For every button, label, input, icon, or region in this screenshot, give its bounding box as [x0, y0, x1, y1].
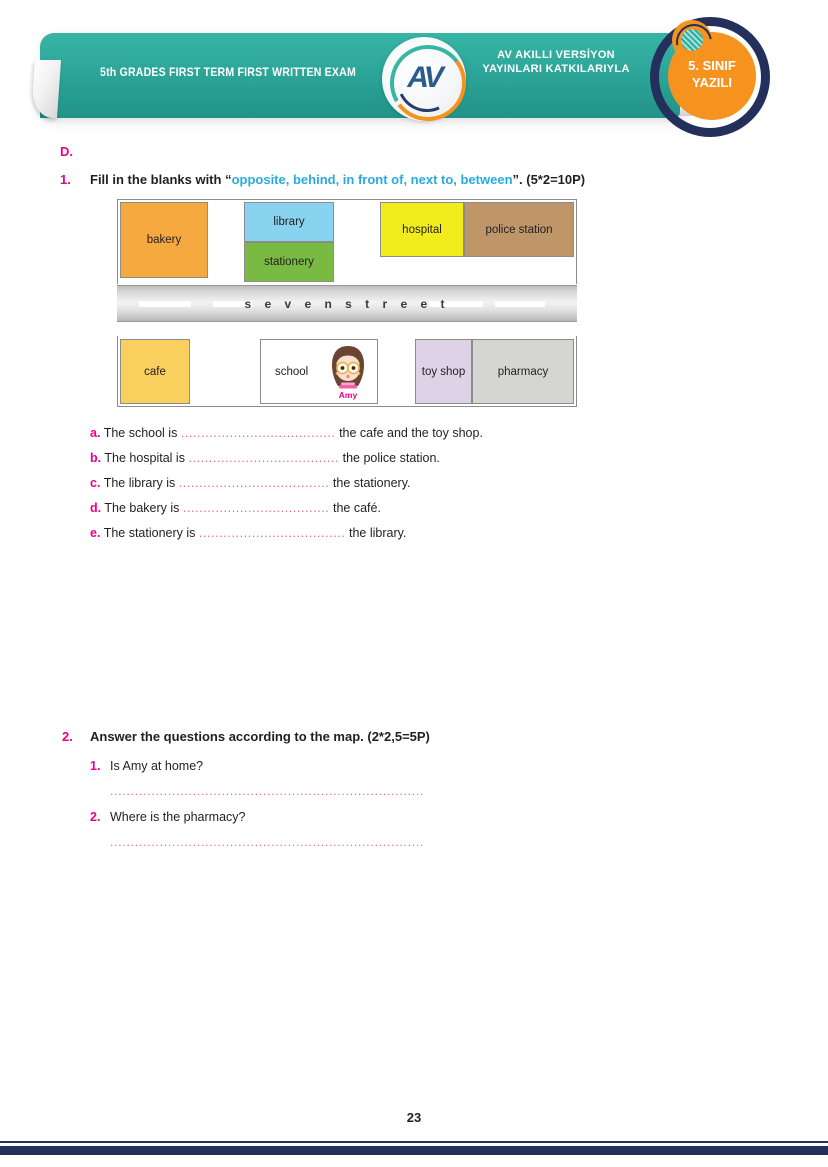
map-street: s e v e n s t r e e t	[117, 285, 577, 322]
question-2-item-2-answer-line[interactable]: ........................................…	[110, 835, 425, 849]
amy-name-label: Amy	[338, 390, 358, 400]
item-e-before: The stationery is	[103, 526, 199, 540]
footer-rule	[0, 1141, 828, 1143]
map-label-police-station: police station	[485, 223, 553, 236]
fill-blank-item-c: c. The library is ......................…	[90, 476, 410, 490]
lane-mark	[213, 301, 253, 307]
question-2-item-2-number: 2.	[90, 810, 101, 824]
question-2-item-2-text: Where is the pharmacy?	[110, 810, 246, 824]
q1-word-bank: opposite, behind, in front of, next to, …	[231, 172, 513, 187]
item-c-after: the stationery.	[329, 476, 411, 490]
item-a-blank[interactable]: ......................................	[180, 426, 336, 440]
promo-text: AV AKILLI VERSİYON YAYINLARI KATKILARIYL…	[420, 48, 692, 76]
map-label-pharmacy: pharmacy	[497, 365, 549, 378]
map-building-toy-shop: toy shop	[415, 339, 472, 404]
grade-badge-line-2: YAZILI	[692, 75, 732, 90]
item-d-label: d.	[90, 501, 102, 515]
av-logo-letters: AV	[407, 61, 443, 94]
map-label-stationery: stationery	[264, 256, 314, 268]
item-c-label: c.	[90, 476, 101, 490]
q1-quote-open: “	[225, 172, 232, 187]
map-building-stationery: stationery	[244, 242, 334, 282]
fill-blank-item-a: a. The school is .......................…	[90, 426, 483, 440]
av-logo-icon: AV	[381, 36, 475, 130]
item-e-blank[interactable]: ....................................	[198, 526, 346, 540]
map-bottom-block-frame	[117, 336, 577, 407]
item-b-after: the police station.	[339, 451, 440, 465]
item-b-blank[interactable]: .....................................	[188, 451, 340, 465]
exam-title: 5th GRADES FIRST TERM FIRST WRITTEN EXAM	[100, 67, 356, 79]
town-map: bakery library stationery hospital polic…	[117, 199, 577, 407]
item-a-after: the cafe and the toy shop.	[335, 426, 483, 440]
question-2-prompt: Answer the questions according to the ma…	[90, 729, 430, 744]
item-d-blank[interactable]: ....................................	[182, 501, 330, 515]
page-number: 23	[406, 1110, 422, 1125]
qr-code-icon	[681, 29, 703, 51]
lane-mark	[139, 301, 191, 307]
map-building-hospital: hospital	[380, 202, 464, 257]
grade-badge-ring	[650, 17, 770, 137]
item-e-after: the library.	[345, 526, 407, 540]
map-label-bakery: bakery	[146, 234, 182, 246]
exam-title-banner	[40, 33, 680, 118]
map-label-school: school	[275, 365, 309, 378]
item-c-blank[interactable]: .....................................	[178, 476, 330, 490]
q1-quote-close: ”	[512, 172, 520, 187]
map-building-library: library	[244, 202, 334, 242]
map-label-toy-shop: toy shop	[421, 365, 466, 378]
item-a-before: The school is	[103, 426, 181, 440]
girl-face-icon	[332, 346, 364, 389]
amy-avatar: Amy	[325, 344, 371, 404]
item-b-before: The hospital is	[104, 451, 189, 465]
map-street-label: s e v e n s t r e e t	[244, 297, 450, 311]
map-label-cafe: cafe	[144, 365, 166, 378]
fill-blank-item-b: b. The hospital is .....................…	[90, 451, 440, 465]
map-label-hospital: hospital	[402, 223, 442, 236]
lane-mark	[495, 301, 545, 307]
item-c-before: The library is	[103, 476, 179, 490]
item-e-label: e.	[90, 526, 101, 540]
question-1-prompt: Fill in the blanks with “opposite, behin…	[90, 172, 585, 187]
q1-points: . (5*2=10P)	[519, 172, 586, 187]
map-building-cafe: cafe	[120, 339, 190, 404]
item-d-after: the café.	[329, 501, 381, 515]
map-building-bakery: bakery	[120, 202, 208, 278]
question-2-item-1-text: Is Amy at home?	[110, 759, 204, 773]
item-a-label: a.	[90, 426, 101, 440]
map-building-pharmacy: pharmacy	[472, 339, 574, 404]
street-lane-markings	[117, 301, 577, 307]
question-1-number: 1.	[60, 172, 71, 187]
promo-line-1: AV AKILLI VERSİYON	[497, 49, 615, 61]
question-2-item-1-number: 1.	[90, 759, 101, 773]
question-2-item-1-answer-line[interactable]: ........................................…	[110, 784, 425, 798]
fill-blank-item-d: d. The bakery is .......................…	[90, 501, 381, 515]
map-top-block-frame	[117, 199, 577, 284]
promo-line-2: YAYINLARI KATKILARIYLA	[482, 63, 630, 75]
footer-bar	[0, 1146, 828, 1155]
map-building-police-station: police station	[464, 202, 574, 257]
item-d-before: The bakery is	[104, 501, 183, 515]
item-b-label: b.	[90, 451, 102, 465]
grade-badge-line-1: 5. SINIF	[688, 58, 736, 73]
question-2-number: 2.	[62, 729, 73, 744]
map-label-library: library	[273, 216, 305, 228]
q1-prompt-before: Fill in the blanks with	[90, 172, 226, 187]
page-header: 5th GRADES FIRST TERM FIRST WRITTEN EXAM…	[0, 0, 828, 140]
fill-blank-item-e: e. The stationery is ...................…	[90, 526, 406, 540]
section-letter: D.	[60, 144, 73, 159]
banner-fold-corner	[30, 60, 62, 118]
grade-badge-text: 5. SINIF YAZILI	[668, 57, 756, 91]
lane-mark	[429, 301, 483, 307]
